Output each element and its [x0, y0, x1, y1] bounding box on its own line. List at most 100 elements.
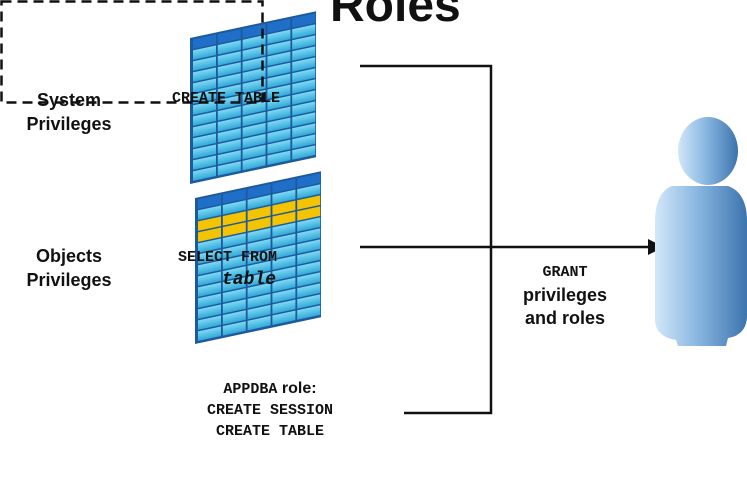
grid-cell [222, 244, 246, 259]
grid-cell [267, 51, 291, 67]
grid-cell [247, 205, 271, 221]
grid-cell [198, 216, 221, 231]
grid-cell [292, 112, 316, 127]
grid-cell [242, 111, 266, 127]
grid-cell [217, 128, 241, 143]
grid-cell [222, 266, 246, 281]
system-privileges-label-line1: System [36, 90, 102, 110]
grid-cell [272, 310, 296, 326]
grid-cell [272, 211, 296, 227]
grid-cell [247, 216, 271, 232]
grid-cell [242, 23, 266, 39]
grid-cell [193, 155, 216, 170]
grid-cell [222, 310, 246, 325]
grid-cell [193, 45, 216, 60]
grid-cell [292, 123, 316, 138]
grid-cell [292, 24, 316, 39]
grid-cell [193, 56, 216, 71]
grid-cell [198, 271, 221, 286]
grid-cell [217, 51, 241, 66]
grid-cell [242, 34, 266, 50]
grid-cell [292, 90, 316, 105]
grid-cell [217, 95, 241, 110]
grid-cell [222, 321, 246, 336]
grid-cell [297, 173, 321, 188]
grid-cell [242, 133, 266, 149]
grid-cell [247, 304, 271, 320]
object-privileges-label: Objects Privileges [4, 244, 134, 292]
person-icon [655, 117, 747, 346]
grid-cell [193, 67, 216, 82]
grid-cell [297, 206, 321, 221]
grid-cell [272, 299, 296, 315]
grid-cell [198, 315, 221, 330]
grid-cell [272, 222, 296, 238]
grid-cell [292, 134, 316, 149]
role-privilege-2: CREATE TABLE [215, 423, 325, 440]
grid-cell [272, 277, 296, 293]
table-grid-highlight-icon [195, 171, 321, 344]
grid-cell [247, 271, 271, 287]
grid-cell [193, 122, 216, 137]
grid-cell [193, 144, 216, 159]
grid-cell [297, 261, 321, 276]
grid-cell [267, 128, 291, 144]
grid-cell [193, 133, 216, 148]
grid-cell [267, 84, 291, 100]
grid-cell [242, 56, 266, 72]
grid-cell [242, 67, 266, 83]
grid-cell [217, 161, 241, 176]
grid-cell [297, 305, 321, 320]
object-privilege-example-line1: SELECT FROM [178, 249, 278, 266]
grid-cell [297, 250, 321, 265]
grid-cell [292, 101, 316, 116]
grid-cell [267, 18, 291, 34]
grid-cell [292, 79, 316, 94]
grid-cell [217, 106, 241, 121]
grant-label-line2: privileges [522, 285, 608, 305]
grid-cell [217, 40, 241, 55]
grid-cell [292, 13, 316, 28]
grid-cell [193, 100, 216, 115]
grid-cell [247, 227, 271, 243]
grid-cell [247, 293, 271, 309]
grid-cell [193, 166, 216, 181]
grid-cell [198, 260, 221, 275]
grid-cell [217, 73, 241, 88]
grid-cell [222, 233, 246, 248]
grid-cell [217, 117, 241, 132]
grid-cell [292, 35, 316, 50]
grid-cell [198, 249, 221, 264]
grid-cell [267, 139, 291, 155]
grid-cell [198, 293, 221, 308]
grid-cell [242, 89, 266, 105]
grid-cell [272, 266, 296, 282]
grid-cell [247, 194, 271, 210]
grid-cell [217, 84, 241, 99]
grid-cell [217, 139, 241, 154]
grid-cell [222, 211, 246, 226]
grid-cell [267, 106, 291, 122]
grid-cell [292, 46, 316, 61]
grid-cell [267, 29, 291, 45]
grid-cell [272, 255, 296, 271]
grid-cell [247, 238, 271, 254]
role-box [0, 0, 264, 104]
grid-cell [193, 111, 216, 126]
grid-cell [247, 249, 271, 265]
grid-cell [272, 178, 296, 194]
grid-cell [267, 95, 291, 111]
grid-cell [272, 189, 296, 205]
object-privilege-example-line2: table [222, 270, 277, 290]
grid-cell [297, 195, 321, 210]
grid-cell [222, 277, 246, 292]
grid-cell [292, 68, 316, 83]
grid-cell [242, 122, 266, 138]
grid-cell [193, 89, 216, 104]
role-box-text: APPDBA role: CREATE SESSION CREATE TABLE [138, 378, 402, 442]
grid-cell [267, 117, 291, 133]
grid-cell [297, 184, 321, 199]
grid-cell [198, 304, 221, 319]
grid-cell [198, 282, 221, 297]
